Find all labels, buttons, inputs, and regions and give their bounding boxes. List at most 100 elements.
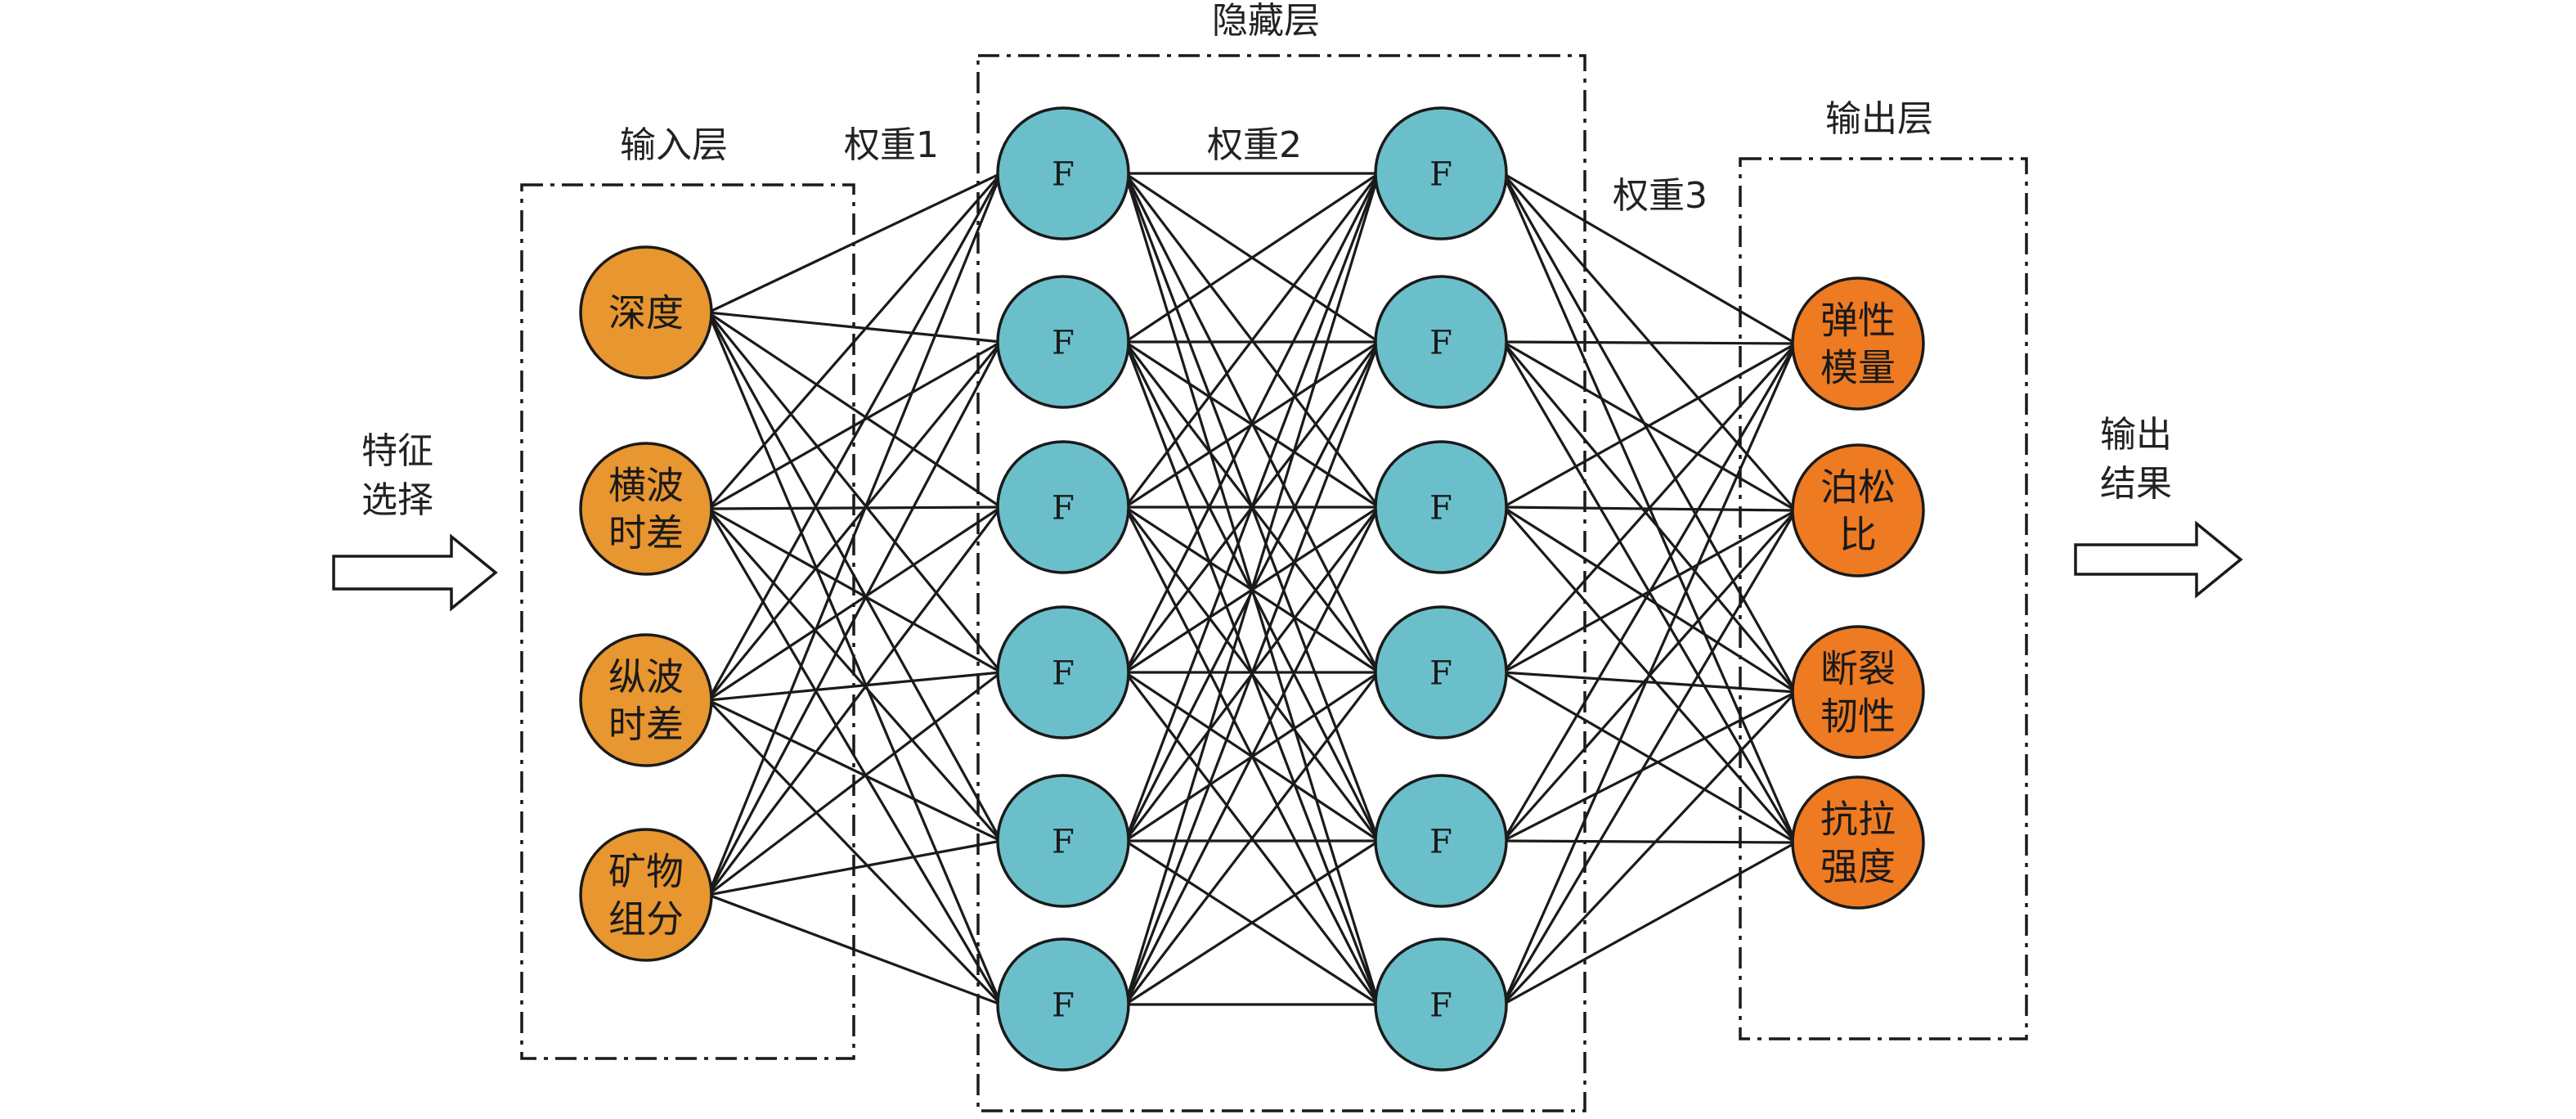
hidden2-node-5-circle xyxy=(1374,774,1508,908)
hidden1-node-6: F xyxy=(996,937,1130,1072)
connection-hidden1-5-hidden2-4 xyxy=(1124,839,1380,1006)
input-node-3-label-line2: 时差 xyxy=(608,703,684,747)
output-node-2: 泊松比 xyxy=(1791,443,1925,577)
connection-hidden2-2-output-2 xyxy=(1502,506,1797,694)
hidden1-node-3: F xyxy=(996,440,1130,574)
input-node-2-label-line1: 横波 xyxy=(608,464,684,508)
hidden1-node-3-label: F xyxy=(1052,489,1075,527)
input-node-2-label-line2: 时差 xyxy=(608,511,684,555)
hidden1-node-4-circle xyxy=(996,605,1130,739)
input-node-1: 深度 xyxy=(579,245,713,380)
hidden2-node-4-label: F xyxy=(1429,654,1452,692)
hidden1-node-1: F xyxy=(996,106,1130,240)
hidden1-node-2: F xyxy=(996,275,1130,409)
output-node-2-label-line2: 比 xyxy=(1839,513,1877,557)
output-node-3-circle xyxy=(1791,625,1925,759)
connection-hidden2-0-output-0 xyxy=(1502,172,1797,345)
connection-input-2-hidden1-1 xyxy=(707,340,1003,702)
weight2-label: 权重2 xyxy=(1207,124,1302,166)
hidden2-node-3-label: F xyxy=(1429,489,1452,527)
hidden2-node-1-circle xyxy=(1374,106,1508,240)
connection-input-0-hidden1-2 xyxy=(707,311,1002,509)
weight1-label: 权重1 xyxy=(844,124,939,166)
connection-hidden2-5-output-0 xyxy=(1501,343,1797,1005)
hidden2-node-2-circle xyxy=(1374,275,1508,409)
connection-hidden1-2-hidden2-0 xyxy=(1124,173,1380,508)
connection-hidden2-3-output-0 xyxy=(1501,342,1797,674)
nodes: 深度横波时差纵波时差矿物组分FFFFFFFFFFFF弹性模量泊松比断裂韧性抗拉强… xyxy=(579,106,1925,1072)
hidden1-node-1-circle xyxy=(996,106,1130,240)
hidden2-node-6-circle xyxy=(1374,937,1508,1072)
output-node-1-circle xyxy=(1791,276,1925,411)
connection-hidden1-1-hidden2-0 xyxy=(1124,172,1380,344)
output-node-3-label-line2: 韧性 xyxy=(1820,694,1896,739)
output-layer-label: 输出层 xyxy=(1825,98,1933,140)
output-layer-box xyxy=(1739,157,2028,1040)
output-node-4-label-line2: 强度 xyxy=(1820,845,1896,889)
hidden2-node-4: F xyxy=(1374,605,1508,739)
hidden1-node-5-label: F xyxy=(1052,823,1075,861)
output-node-2-label-line1: 泊松 xyxy=(1820,465,1896,510)
connection-input-2-hidden1-5 xyxy=(707,699,1003,1006)
connection-hidden1-5-hidden2-0 xyxy=(1124,173,1380,1005)
connection-hidden2-1-output-2 xyxy=(1501,340,1797,694)
hidden1-node-6-label: F xyxy=(1052,986,1075,1024)
feature-selection-label-line1: 特征 xyxy=(361,430,433,472)
input-node-3-circle xyxy=(579,633,713,767)
connection-hidden1-5-hidden2-2 xyxy=(1124,506,1380,1005)
connection-hidden2-2-output-0 xyxy=(1502,342,1797,509)
hidden-layer-label: 隐藏层 xyxy=(1212,0,1320,42)
hidden2-node-3-circle xyxy=(1374,440,1508,574)
feature-selection-arrow xyxy=(332,533,498,612)
input-node-4-label-line1: 矿物 xyxy=(608,850,684,894)
connection-hidden2-5-output-2 xyxy=(1501,690,1797,1006)
output-node-4-circle xyxy=(1791,775,1925,910)
connection-hidden2-5-output-3 xyxy=(1502,841,1797,1006)
hidden1-node-3-circle xyxy=(996,440,1130,574)
connection-hidden1-4-hidden2-0 xyxy=(1124,173,1380,842)
feature-selection-label-line2: 选择 xyxy=(361,479,433,521)
hidden1-node-1-label: F xyxy=(1052,155,1075,193)
connections xyxy=(707,172,1797,1006)
output-result-arrow xyxy=(2074,520,2243,599)
hidden1-node-5: F xyxy=(996,774,1130,908)
connection-hidden1-5-hidden2-3 xyxy=(1124,672,1380,1005)
output-node-1-label-line2: 模量 xyxy=(1820,346,1896,390)
hidden1-node-2-label: F xyxy=(1052,324,1075,362)
connection-input-1-hidden1-5 xyxy=(707,508,1003,1005)
output-result-label-line1: 输出 xyxy=(2100,414,2172,456)
hidden1-node-2-circle xyxy=(996,275,1130,409)
connection-hidden2-1-output-0 xyxy=(1502,340,1797,345)
input-node-3-label-line1: 纵波 xyxy=(608,655,684,699)
connection-hidden2-3-output-2 xyxy=(1502,671,1797,694)
hidden2-node-3: F xyxy=(1374,440,1508,574)
input-node-1-label: 深度 xyxy=(608,291,684,335)
input-node-4-label-line2: 组分 xyxy=(608,897,684,941)
connection-input-0-hidden1-3 xyxy=(707,311,1003,674)
connection-input-0-hidden1-1 xyxy=(707,311,1002,344)
input-layer-label: 输入层 xyxy=(620,124,728,166)
connection-hidden2-4-output-3 xyxy=(1502,839,1797,844)
connection-input-2-hidden1-0 xyxy=(707,173,1003,701)
hidden2-node-2-label: F xyxy=(1429,324,1452,362)
input-layer-box xyxy=(520,183,855,1060)
output-node-2-circle xyxy=(1791,443,1925,577)
connection-hidden2-5-output-1 xyxy=(1501,510,1797,1005)
connection-hidden2-4-output-0 xyxy=(1501,343,1797,842)
hidden2-node-6: F xyxy=(1374,937,1508,1072)
weight3-label: 权重3 xyxy=(1613,175,1708,217)
hidden2-node-4-circle xyxy=(1374,605,1508,739)
hidden1-node-4-label: F xyxy=(1052,654,1075,692)
connection-hidden2-4-output-2 xyxy=(1502,690,1797,843)
hidden2-node-1: F xyxy=(1374,106,1508,240)
connection-hidden2-0-output-2 xyxy=(1501,173,1797,693)
output-node-1-label-line1: 弹性 xyxy=(1820,299,1896,343)
input-node-1-circle xyxy=(579,245,713,380)
